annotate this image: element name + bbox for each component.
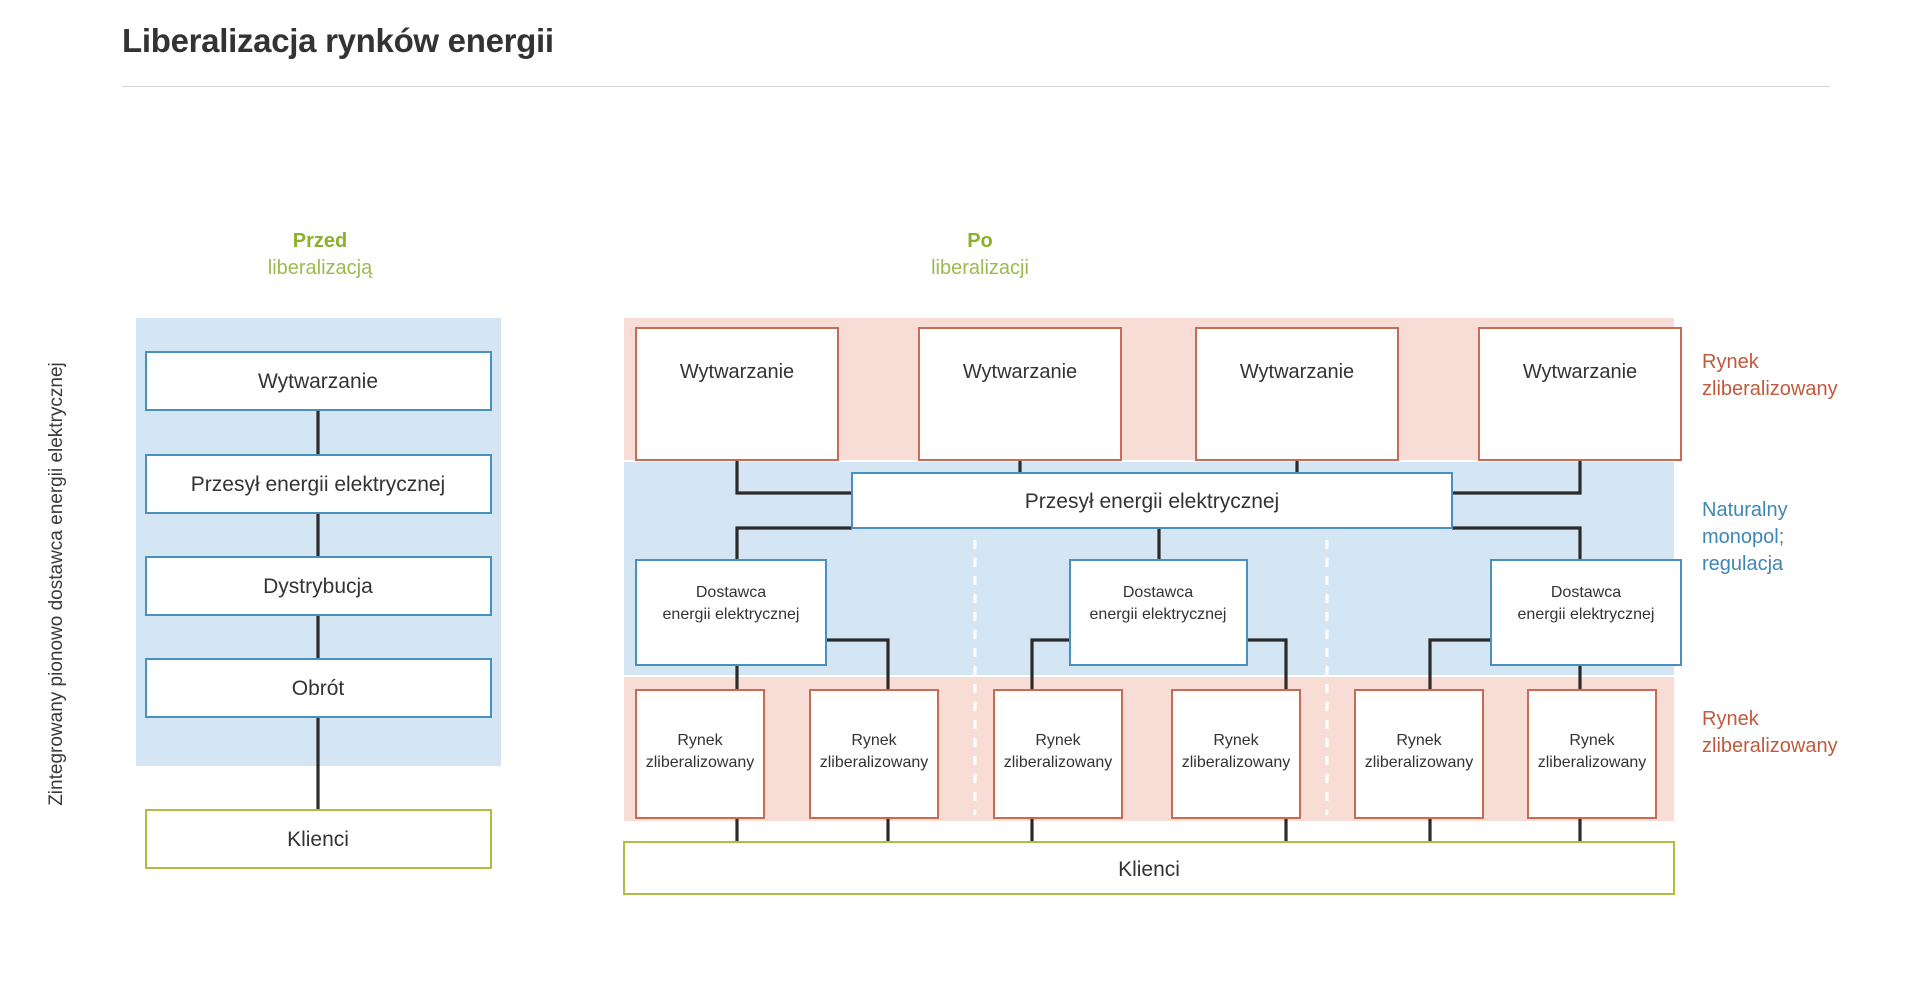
after-market-box-1-line1: Rynek (851, 732, 897, 749)
before-box-3-label: Obrót (292, 677, 345, 700)
after-market-box-4[interactable]: Rynek zliberalizowany (1354, 689, 1484, 819)
after-market-box-3-line1: Rynek (1213, 732, 1259, 749)
before-box-0[interactable]: Wytwarzanie (145, 351, 492, 411)
after-supplier-box-0-line2: energii elektrycznej (663, 606, 800, 623)
title-divider (122, 86, 1830, 87)
before-box-1-label: Przesył energii elektrycznej (191, 473, 445, 496)
after-generation-box-2[interactable]: Wytwarzanie (1195, 327, 1399, 461)
after-generation-box-3-label: Wytwarzanie (1523, 361, 1637, 383)
after-supplier-box-2[interactable]: Dostawca energii elektrycznej (1490, 559, 1682, 666)
before-box-2-label: Dystrybucja (263, 575, 373, 598)
after-market-box-5-line1: Rynek (1569, 732, 1615, 749)
after-generation-box-1-label: Wytwarzanie (963, 361, 1077, 383)
after-transmission-box[interactable]: Przesył energii elektrycznej (851, 472, 1453, 529)
column-header-before-strong: Przed (292, 230, 348, 252)
after-generation-box-3[interactable]: Wytwarzanie (1478, 327, 1682, 461)
before-customers-box[interactable]: Klienci (145, 809, 492, 869)
before-box-3[interactable]: Obrót (145, 658, 492, 718)
after-market-box-4-line2: zliberalizowany (1365, 754, 1474, 771)
before-box-1[interactable]: Przesył energii elektrycznej (145, 454, 492, 514)
after-transmission-label: Przesył energii elektrycznej (1025, 490, 1279, 513)
page-title: Liberalizacja rynków energii (122, 22, 554, 59)
after-market-box-4-line1: Rynek (1396, 732, 1442, 749)
after-supplier-box-1-line1: Dostawca (1123, 584, 1193, 601)
after-market-box-1-line2: zliberalizowany (820, 754, 929, 771)
after-supplier-box-2-line1: Dostawca (1551, 584, 1621, 601)
after-generation-box-0-label: Wytwarzanie (680, 361, 794, 383)
after-market-box-1[interactable]: Rynek zliberalizowany (809, 689, 939, 819)
after-connectors-transmission (735, 526, 1582, 560)
after-market-box-2[interactable]: Rynek zliberalizowany (993, 689, 1123, 819)
after-supplier-box-0-line1: Dostawca (696, 584, 766, 601)
column-header-after: Po liberalizacji (800, 228, 1160, 282)
side-label-monopoly: Naturalny monopol; regulacja (1702, 499, 1788, 575)
after-customers-label: Klienci (1118, 858, 1180, 881)
side-label-market-bottom: Rynek zliberalizowany (1702, 708, 1838, 757)
column-header-after-light: liberalizacji (931, 257, 1029, 279)
after-supplier-box-2-line2: energii elektrycznej (1518, 606, 1655, 623)
side-label-market-top: Rynek zliberalizowany (1702, 351, 1838, 400)
after-market-box-0[interactable]: Rynek zliberalizowany (635, 689, 765, 819)
after-market-box-3[interactable]: Rynek zliberalizowany (1171, 689, 1301, 819)
column-header-before: Przed liberalizacją (140, 228, 500, 282)
after-connectors-markets (735, 818, 1582, 842)
after-market-box-2-line1: Rynek (1035, 732, 1081, 749)
column-header-before-light: liberalizacją (267, 257, 373, 279)
after-market-box-0-line2: zliberalizowany (646, 754, 755, 771)
after-market-box-0-line1: Rynek (677, 732, 723, 749)
after-band-markets (624, 677, 1674, 821)
column-header-after-strong: Po (967, 230, 993, 252)
after-supplier-box-0[interactable]: Dostawca energii elektrycznej (635, 559, 827, 666)
after-generation-box-2-label: Wytwarzanie (1240, 361, 1354, 383)
before-box-2[interactable]: Dystrybucja (145, 556, 492, 616)
after-market-box-2-line2: zliberalizowany (1004, 754, 1113, 771)
after-market-box-5[interactable]: Rynek zliberalizowany (1527, 689, 1657, 819)
after-connectors-suppliers (735, 638, 1582, 690)
before-customers-label: Klienci (287, 828, 349, 851)
before-box-0-label: Wytwarzanie (258, 370, 378, 393)
after-market-box-5-line2: zliberalizowany (1538, 754, 1647, 771)
after-supplier-box-1[interactable]: Dostawca energii elektrycznej (1069, 559, 1248, 666)
after-supplier-box-1-line2: energii elektrycznej (1090, 606, 1227, 623)
after-generation-box-1[interactable]: Wytwarzanie (918, 327, 1122, 461)
after-market-box-3-line2: zliberalizowany (1182, 754, 1291, 771)
after-generation-box-0[interactable]: Wytwarzanie (635, 327, 839, 461)
after-customers-box[interactable]: Klienci (623, 841, 1675, 895)
